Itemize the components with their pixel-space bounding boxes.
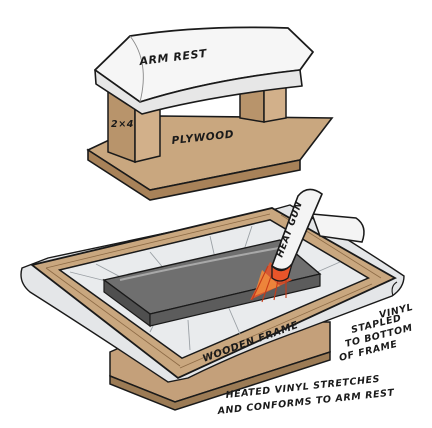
two-by-four-label: 2×4	[111, 119, 134, 130]
arm-rest-cushion-front	[94, 69, 303, 115]
vinyl-leader-line	[391, 281, 398, 297]
arm-rest-assembly: ARM REST 2×4 PLYWOOD	[86, 26, 334, 201]
heat-gun-nozzle	[271, 263, 293, 282]
vinyl-sheen	[119, 245, 291, 281]
heat-gun-handle	[310, 213, 365, 243]
frame-assembly: HEAT GUN WOODEN FRAME	[20, 188, 405, 411]
base-board-edge	[109, 350, 331, 411]
plywood-board-edge	[87, 148, 301, 201]
arm-rest-cushion-crease	[129, 35, 144, 103]
